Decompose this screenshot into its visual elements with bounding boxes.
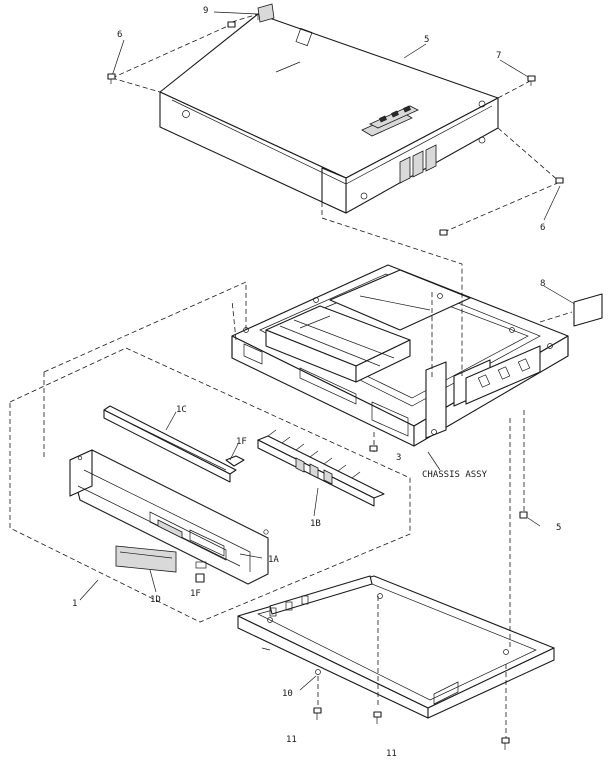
screw-icon <box>501 737 510 750</box>
label-5-right: 5 <box>556 523 561 533</box>
screw-icon <box>555 177 564 184</box>
label-3: 3 <box>396 453 401 463</box>
screw-icon <box>227 21 236 28</box>
label-1f-top: 1F <box>236 437 247 447</box>
label-1d: 1D <box>150 595 161 605</box>
callout-labels: 9 6 5 7 6 8 1C 1F 3 CHASSIS ASSY 1B 5 1A… <box>72 6 561 759</box>
screw-icon <box>527 75 536 86</box>
side-vents <box>399 144 437 184</box>
front-panel-assembly <box>69 405 385 585</box>
screw-icon <box>373 711 382 724</box>
guide-lines <box>9 11 579 740</box>
label-11-left: 11 <box>286 735 297 745</box>
top-cover <box>159 13 499 214</box>
label-9: 9 <box>203 6 208 16</box>
label-chassis-assy: CHASSIS ASSY <box>422 470 488 480</box>
label-10: 10 <box>282 689 293 699</box>
label-1a: 1A <box>268 555 279 565</box>
label-6-right: 6 <box>540 223 545 233</box>
screw-icon <box>439 229 448 236</box>
label-1f-bottom: 1F <box>190 589 201 599</box>
label-1: 1 <box>72 599 77 609</box>
cover-vent-slots <box>361 105 419 137</box>
button-pins <box>267 429 361 485</box>
label-7: 7 <box>496 51 501 61</box>
label-5-top: 5 <box>424 35 429 45</box>
screw-icon <box>369 445 378 452</box>
label-6-top: 6 <box>117 30 122 40</box>
label-1c: 1C <box>176 405 187 415</box>
screw-icon <box>313 707 322 720</box>
main-chassis <box>231 264 569 447</box>
screw-icon <box>519 511 528 519</box>
label-8: 8 <box>540 279 545 289</box>
bottom-plate <box>237 575 555 719</box>
screws <box>107 3 603 750</box>
label-plate-9 <box>257 3 275 23</box>
label-11-right: 11 <box>386 749 397 759</box>
label-plate-8 <box>573 293 603 327</box>
label-1b: 1B <box>310 519 321 529</box>
screw-icon <box>107 73 116 84</box>
